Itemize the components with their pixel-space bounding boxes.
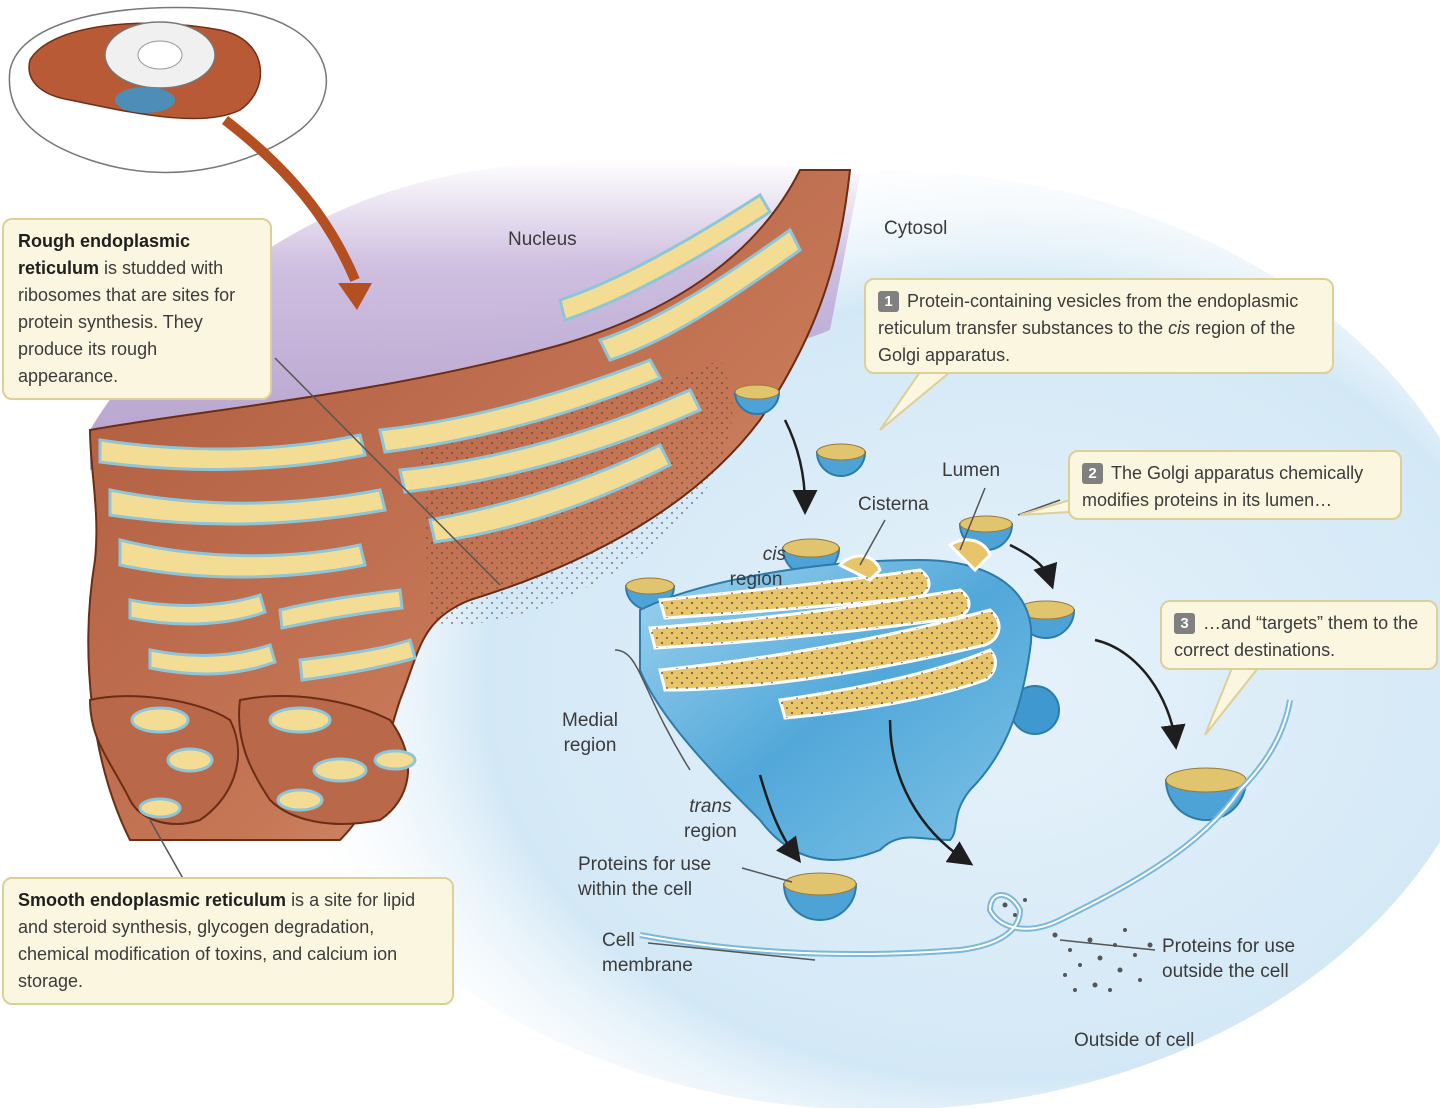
step2-text: The Golgi apparatus chemically modifies … (1082, 463, 1364, 510)
rough-er-callout-text: is studded with ribosomes that are sites… (18, 258, 236, 386)
step3-callout: 3…and “targets” them to the correct dest… (1160, 600, 1438, 670)
cis-region-rest: region (729, 569, 783, 590)
transport-arrows (758, 419, 1186, 866)
proteins-outside-label: Proteins for use outside the cell (1162, 934, 1295, 984)
cell-membrane-label: Cell membrane (602, 928, 693, 978)
cell-thumbnail (8, 6, 327, 174)
step3-number-badge: 3 (1174, 613, 1195, 634)
rough-er-callout: Rough endoplasmic reticulum is studded w… (2, 218, 272, 400)
zoom-arrow (221, 116, 360, 282)
smooth-er-callout: Smooth endoplasmic reticulum is a site f… (2, 877, 454, 1005)
nucleus-region (90, 158, 860, 471)
trans-region-label: trans region (684, 794, 737, 844)
er-vesicle (733, 384, 781, 415)
step1-text-italic: cis (1168, 318, 1191, 338)
smooth-er (88, 695, 417, 825)
step1-number-badge: 1 (878, 291, 899, 312)
cell-membrane-line1: Cell (602, 930, 635, 951)
cell-membrane-line2: membrane (602, 955, 693, 976)
outside-of-cell-label: Outside of cell (1074, 1030, 1195, 1051)
proteins-outside-line2: outside the cell (1162, 961, 1289, 982)
lumen-label: Lumen (942, 460, 1001, 481)
step2-number-badge: 2 (1082, 463, 1103, 484)
nucleus-label: Nucleus (508, 229, 577, 250)
proteins-within-line2: within the cell (578, 879, 693, 900)
er-cisternae (98, 192, 802, 682)
cis-region-label: cis region (726, 542, 786, 592)
secreted-proteins (1002, 898, 1153, 992)
proteins-within-line1: Proteins for use (578, 854, 712, 875)
cis-region-italic: cis (762, 544, 786, 565)
callout-tails (879, 371, 1259, 736)
proteins-outside-line1: Proteins for use (1162, 936, 1296, 957)
trans-region-rest: region (684, 821, 737, 842)
trans-region-italic: trans (689, 796, 732, 817)
medial-region-line2: region (563, 735, 617, 756)
smooth-er-callout-title: Smooth endoplasmic reticulum (18, 890, 287, 910)
step1-text-before: Protein-containing vesicles from the end… (878, 291, 1299, 338)
smooth-er-callout-text: is a site for lipid and steroid synthesi… (18, 890, 416, 991)
golgi-apparatus (639, 538, 1033, 861)
cisterna-label: Cisterna (858, 494, 929, 515)
cytosol-label: Cytosol (884, 218, 948, 239)
pointer-lines (149, 357, 1156, 961)
medial-region-label: Medial region (562, 708, 618, 758)
proteins-within-label: Proteins for use within the cell (578, 852, 711, 902)
step3-text: …and “targets” them to the correct desti… (1174, 613, 1419, 660)
medial-region-line1: Medial (562, 710, 618, 731)
rough-er-callout-title: Rough endoplasmic reticulum (18, 231, 191, 278)
step1-text-after: region of the Golgi apparatus. (878, 318, 1296, 365)
